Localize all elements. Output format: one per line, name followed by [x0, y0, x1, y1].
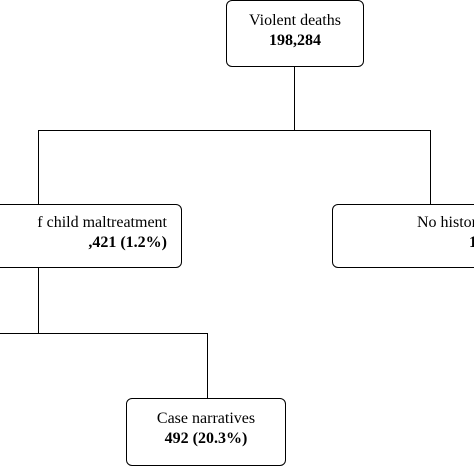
connector-bottom-drop: [207, 333, 209, 398]
node-no-history-value: 19: [333, 233, 474, 253]
node-case-narratives-label: Case narratives: [156, 410, 256, 427]
connector-right-drop: [430, 130, 432, 204]
node-violent-deaths-value: 198,284: [269, 32, 321, 49]
connector-lower-horizontal: [0, 333, 208, 335]
node-child-maltreatment-value: ,421 (1.2%): [88, 234, 167, 251]
node-violent-deaths-label: Violent deaths: [249, 12, 341, 29]
node-case-narratives: Case narratives 492 (20.3%): [126, 398, 286, 466]
connector-left-down: [38, 268, 40, 334]
connector-left-drop: [38, 130, 40, 204]
connector-horizontal-split: [38, 130, 431, 132]
node-no-history: No history 19: [332, 204, 474, 268]
node-violent-deaths: Violent deaths 198,284: [226, 0, 364, 67]
node-child-maltreatment: f child maltreatment ,421 (1.2%): [0, 204, 182, 268]
node-case-narratives-value: 492 (20.3%): [164, 430, 248, 447]
node-no-history-label: No history: [417, 214, 474, 231]
node-child-maltreatment-label: f child maltreatment: [37, 214, 167, 231]
connector-top-down: [294, 67, 296, 130]
